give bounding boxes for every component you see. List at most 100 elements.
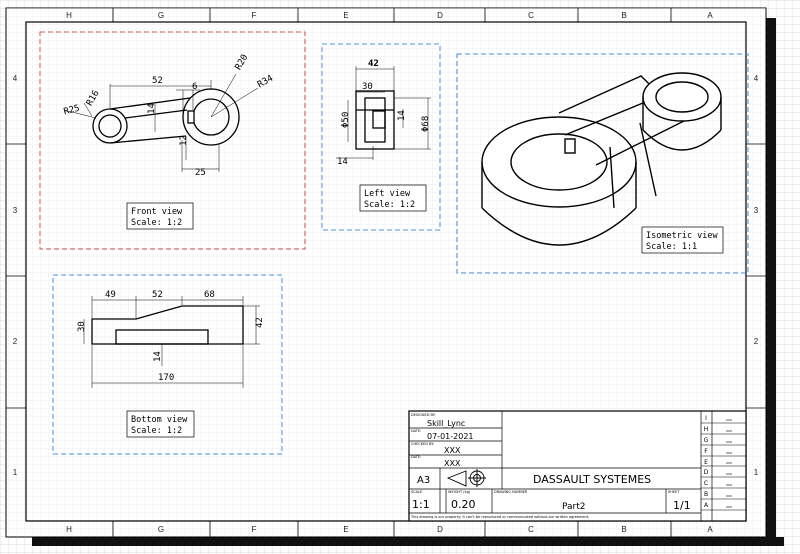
front-view-caption-box: [126, 202, 194, 230]
dim-52: 52: [152, 290, 163, 300]
drawing-number-label: DRAWING NUMBER: [494, 490, 528, 494]
title-block[interactable]: DESIGNED BY: DATE: CHECKED BY: DATE: SCA…: [408, 410, 747, 522]
dim-30: 30: [77, 321, 87, 332]
row-label-left: 3: [13, 206, 18, 215]
scale-label: SCALE: [411, 490, 422, 494]
drawing-weight: 0.20: [451, 498, 476, 511]
row-label-right: 3: [754, 206, 759, 215]
sheet-label: SHEET: [668, 490, 680, 494]
dim-14: 14: [153, 351, 163, 362]
col-label-top: D: [437, 11, 443, 20]
row-label-right: 1: [754, 468, 759, 477]
checked-date: XXX: [444, 459, 461, 468]
row-label-left: 1: [13, 468, 18, 477]
dim-52: 52: [152, 76, 163, 86]
dim-25: 25: [195, 168, 206, 178]
revision-letter: F: [704, 448, 708, 455]
col-label-top: G: [158, 11, 164, 20]
title-block-grid: [409, 411, 713, 521]
revision-letter: H: [704, 426, 709, 433]
weight-label: WEIGHT (kg): [448, 490, 471, 494]
company-name: DASSAULT SYSTEMES: [533, 473, 651, 486]
col-label-bottom: C: [528, 525, 534, 534]
isometric-view-caption-box: [641, 226, 724, 254]
row-label-right: 4: [754, 74, 759, 83]
col-label-top: C: [528, 11, 534, 20]
isometric-view[interactable]: Isometric view Scale: 1:1: [456, 53, 749, 274]
dim-68: 68: [204, 290, 215, 300]
left-view-caption-box: [359, 184, 427, 212]
revision-dashes: [726, 419, 732, 508]
row-label-right: 2: [754, 337, 759, 346]
col-label-bottom: G: [158, 525, 164, 534]
col-label-top: F: [252, 11, 257, 20]
sheet-shadow-right: [766, 18, 776, 546]
bottom-view-dims: 49 52 68 30 42 14 170: [77, 290, 265, 383]
revision-grid: [701, 422, 746, 511]
col-label-bottom: E: [343, 525, 348, 534]
drawing-number: Part2: [562, 502, 586, 512]
revision-letter: I: [705, 415, 707, 422]
checked-date-label: DATE:: [411, 455, 421, 459]
dim-49: 49: [105, 290, 116, 300]
sheet-size: A3: [417, 475, 430, 486]
isometric-view-scale: Scale: 1:1: [646, 242, 697, 252]
revision-letter: E: [704, 459, 708, 466]
bottom-view-caption: Bottom view: [131, 415, 188, 425]
col-label-top: A: [707, 11, 713, 20]
revision-letter: B: [704, 491, 708, 498]
front-view-caption: Front view: [131, 207, 183, 217]
title-block-values: Skill_Lync 07-01-2021 XXX XXX A3 DASSAUL…: [412, 419, 691, 512]
left-view-frame[interactable]: [321, 43, 441, 231]
col-label-top: E: [343, 11, 348, 20]
col-label-bottom: D: [437, 525, 443, 534]
front-view-scale: Scale: 1:2: [131, 218, 182, 228]
designed-by: Skill_Lync: [427, 419, 465, 428]
revision-letter: C: [704, 480, 708, 487]
checked-by: XXX: [444, 446, 461, 455]
dim-r25: R25: [63, 104, 81, 118]
col-label-top: B: [621, 11, 626, 20]
left-view[interactable]: 42 30 Φ50 14 Φ68 14 Left view Scale: 1:2: [321, 43, 441, 231]
dim-phi68: Φ68: [421, 116, 431, 132]
bottom-view-scale: Scale: 1:2: [131, 426, 182, 436]
dim-6: 6: [192, 82, 197, 92]
row-label-left: 4: [13, 74, 18, 83]
bottom-view-caption-box: [126, 410, 195, 438]
col-label-bottom: H: [66, 525, 72, 534]
revision-letters: I H G F E D C B A: [704, 415, 709, 509]
bottom-view-dims-lines: [83, 296, 260, 388]
designed-by-label: DESIGNED BY:: [411, 413, 436, 417]
zone-letters: H G F E D C B A H G F E D C B A 4 3 2 1 …: [13, 11, 759, 534]
dim-12: 12: [179, 135, 189, 146]
left-view-dims: 42 30 Φ50 14 Φ68 14: [337, 59, 431, 167]
front-view-frame[interactable]: [39, 31, 306, 250]
bottom-view[interactable]: 49 52 68 30 42 14 170 Bottom view Scale:…: [52, 274, 283, 455]
drawing-scale: 1:1: [412, 498, 430, 511]
col-label-bottom: B: [621, 525, 626, 534]
front-view-geometry: [92, 88, 240, 146]
footer-note: This drawing is our property; it can't b…: [410, 515, 589, 519]
isometric-view-frame: [456, 53, 749, 274]
bottom-view-frame[interactable]: [52, 274, 283, 455]
revision-letter: D: [704, 469, 709, 476]
dim-phi50: Φ50: [341, 112, 351, 128]
isometric-view-caption: Isometric view: [646, 231, 719, 241]
date-label: DATE:: [411, 429, 421, 433]
dim-170: 170: [158, 373, 174, 383]
left-view-dims-lines: [336, 66, 431, 160]
dim-14a: 14: [397, 110, 407, 121]
sheet-number: 1/1: [673, 499, 691, 512]
front-view-dims-lines: [63, 73, 259, 172]
revision-letter: A: [704, 502, 709, 509]
left-view-caption: Left view: [364, 189, 411, 199]
left-view-scale: Scale: 1:2: [364, 200, 415, 210]
sheet-shadow-bottom: [32, 537, 784, 546]
dim-42: 42: [368, 59, 379, 69]
dim-42: 42: [255, 317, 265, 328]
title-block-frame[interactable]: [408, 410, 747, 522]
front-view[interactable]: 52 6 R20 R34 R16 R25 14 12 25 Front view…: [39, 31, 306, 250]
row-label-left: 2: [13, 337, 18, 346]
design-date: 07-01-2021: [427, 432, 474, 441]
checked-by-label: CHECKED BY:: [411, 442, 434, 446]
